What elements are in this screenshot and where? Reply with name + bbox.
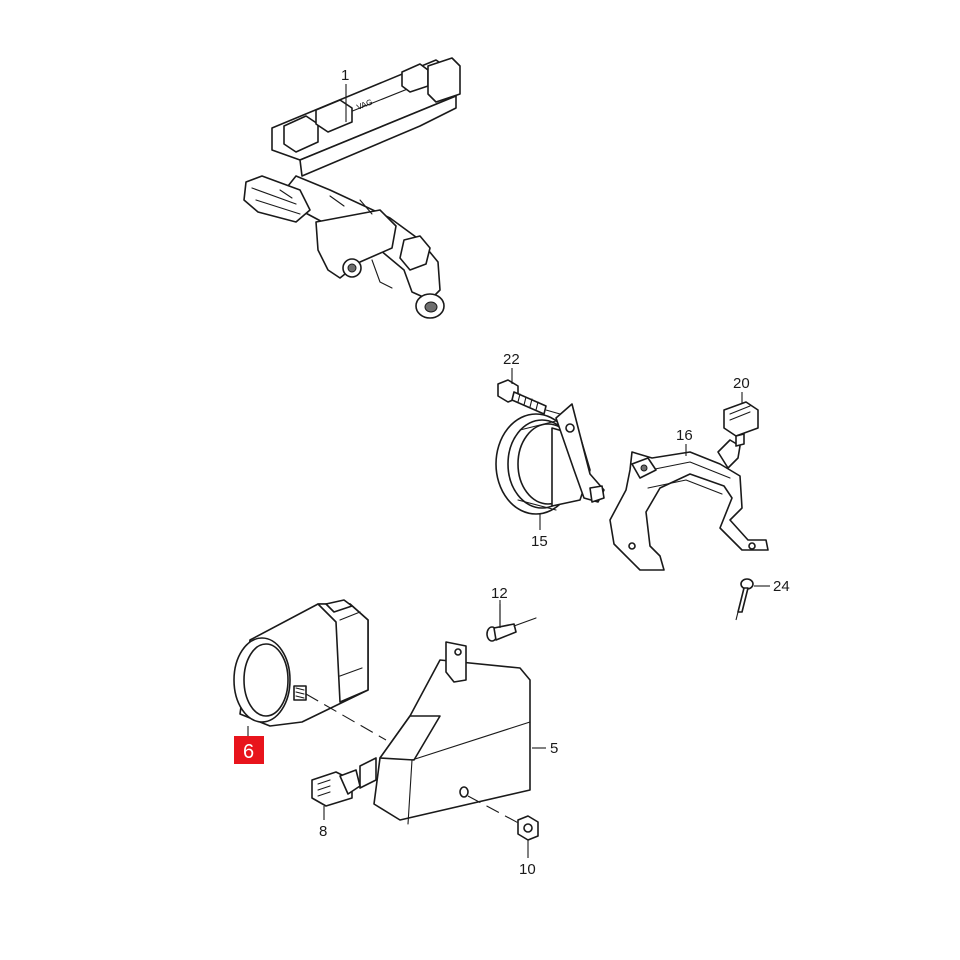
horn-6: [233, 599, 369, 727]
connector-20: [723, 401, 759, 447]
upper-horn-assembly: [495, 379, 769, 621]
callout-10: 10: [519, 861, 536, 878]
callout-leaders: [247, 84, 770, 858]
connector-8: [311, 769, 361, 807]
callout-16: 16: [676, 427, 693, 444]
bolt-12: [486, 604, 537, 642]
callout-5: 5: [550, 740, 558, 757]
callout-24: 24: [773, 578, 790, 595]
control-module-assembly: VAG: [243, 57, 461, 319]
callout-15: 15: [531, 533, 548, 550]
callout-1: 1: [341, 67, 349, 84]
callout-6: 6: [243, 741, 254, 763]
cover-5: [359, 641, 531, 825]
callout-20: 20: [733, 375, 750, 392]
callout-12: 12: [491, 585, 508, 602]
bolt-22: [497, 379, 561, 415]
bracket-16: [609, 439, 769, 571]
callout-22: 22: [503, 351, 520, 368]
nut-10: [517, 815, 539, 841]
lower-horn-assembly: [233, 599, 539, 841]
rivet-24: [735, 578, 754, 621]
highlight-callout-6: 6: [234, 736, 264, 764]
callout-8: 8: [319, 823, 327, 840]
